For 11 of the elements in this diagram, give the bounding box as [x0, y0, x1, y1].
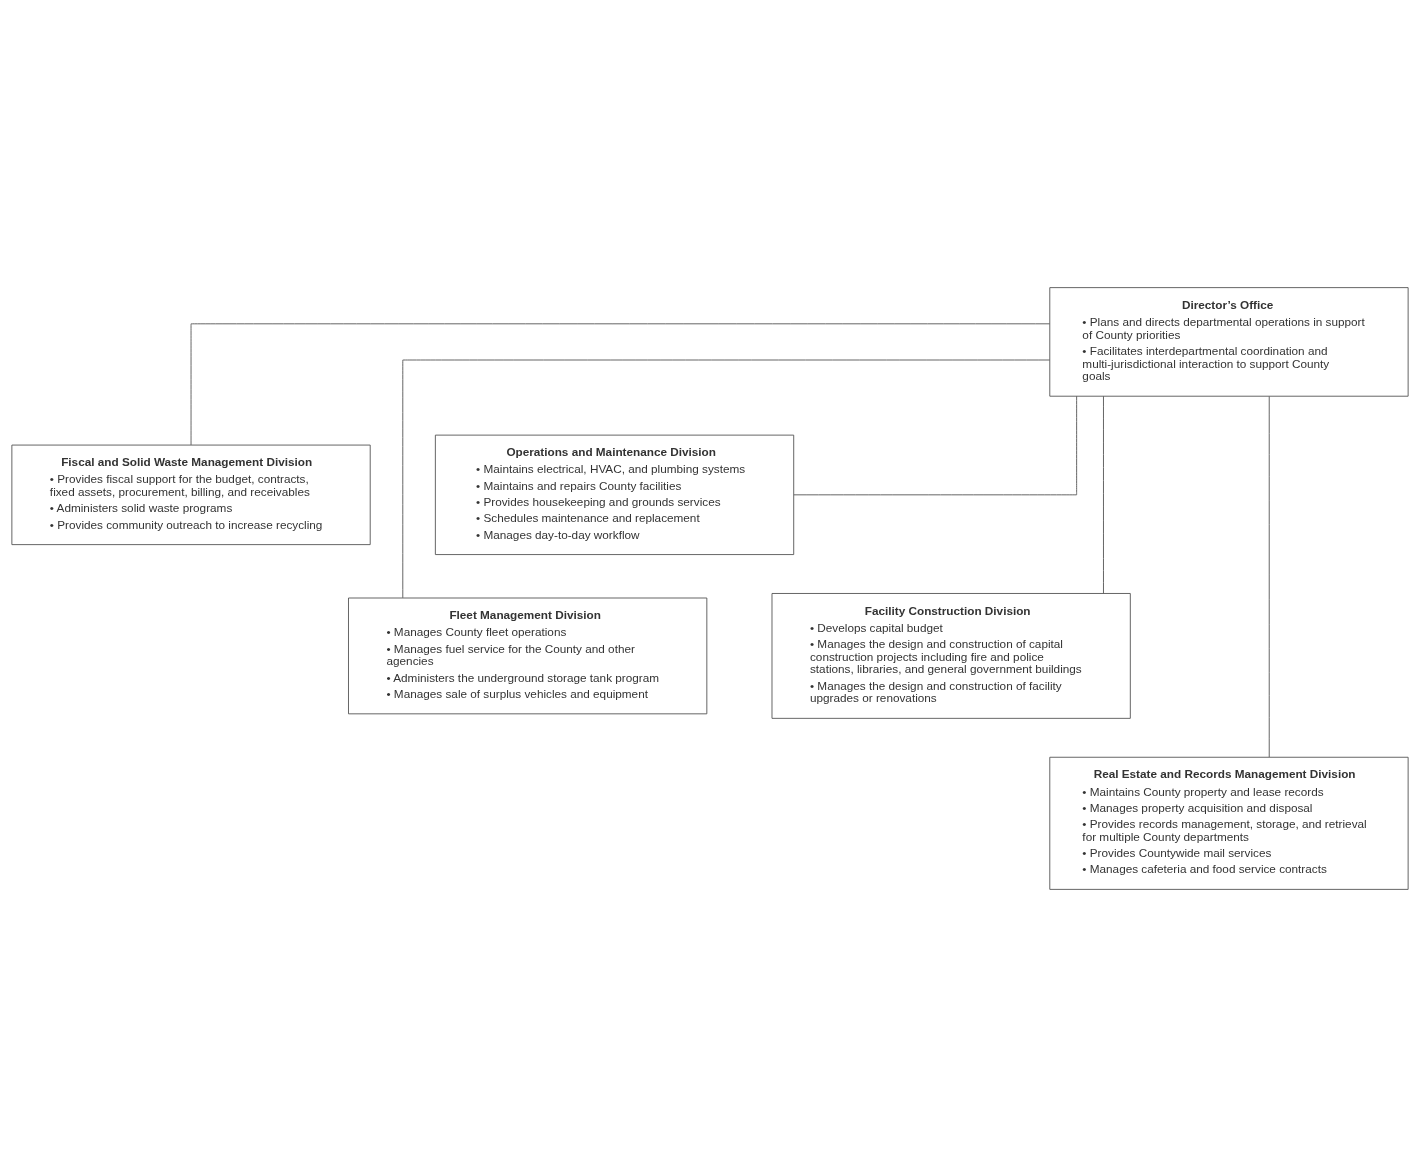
node-box: Fiscal and Solid Waste Management Division • Provides fiscal support for the budget, contracts, fixed assets, procurement, billing, and receivables • Administers solid waste programs • Provides community outreach to increase recycling [11, 444, 371, 545]
connector [402, 359, 1051, 598]
connector [1103, 395, 1104, 594]
connector [1268, 395, 1270, 757]
node-box: Operations and Maintenance Division • Maintains electrical, HVAC, and plumbing systems • Maintains and repairs County facilities • Provides housekeeping and grounds services • Schedules maintenance and replacement • Manages day-to-day workflow [434, 434, 795, 555]
node-box: Director’s Office • Plans and directs departmental operations in support of County priorities • Facilitates interdepartmental coordination and multi-jurisdictional interaction to support County goals [1049, 286, 1409, 397]
connector [190, 322, 1051, 445]
connector [793, 395, 1078, 495]
node-box: Real Estate and Records Management Division • Maintains County property and lease records • Manages property acquisition and disposal • Provides records management, storage, and retrieval for multiple County departments • Provides Countywide mail services • Manages cafeteria and food service contracts [1049, 756, 1409, 890]
node-box: Facility Construction Division • Develops capital budget • Manages the design and construction of capital construction projects including fire and police stations, libraries, and general government buildings • Manages the design and construction of facility upgrades or renovations [771, 592, 1131, 719]
node-box: Fleet Management Division • Manages County fleet operations • Manages fuel service for the County and other agencies • Administers the underground storage tank program • Manages sale of surplus vehicles and equipment [348, 597, 708, 714]
